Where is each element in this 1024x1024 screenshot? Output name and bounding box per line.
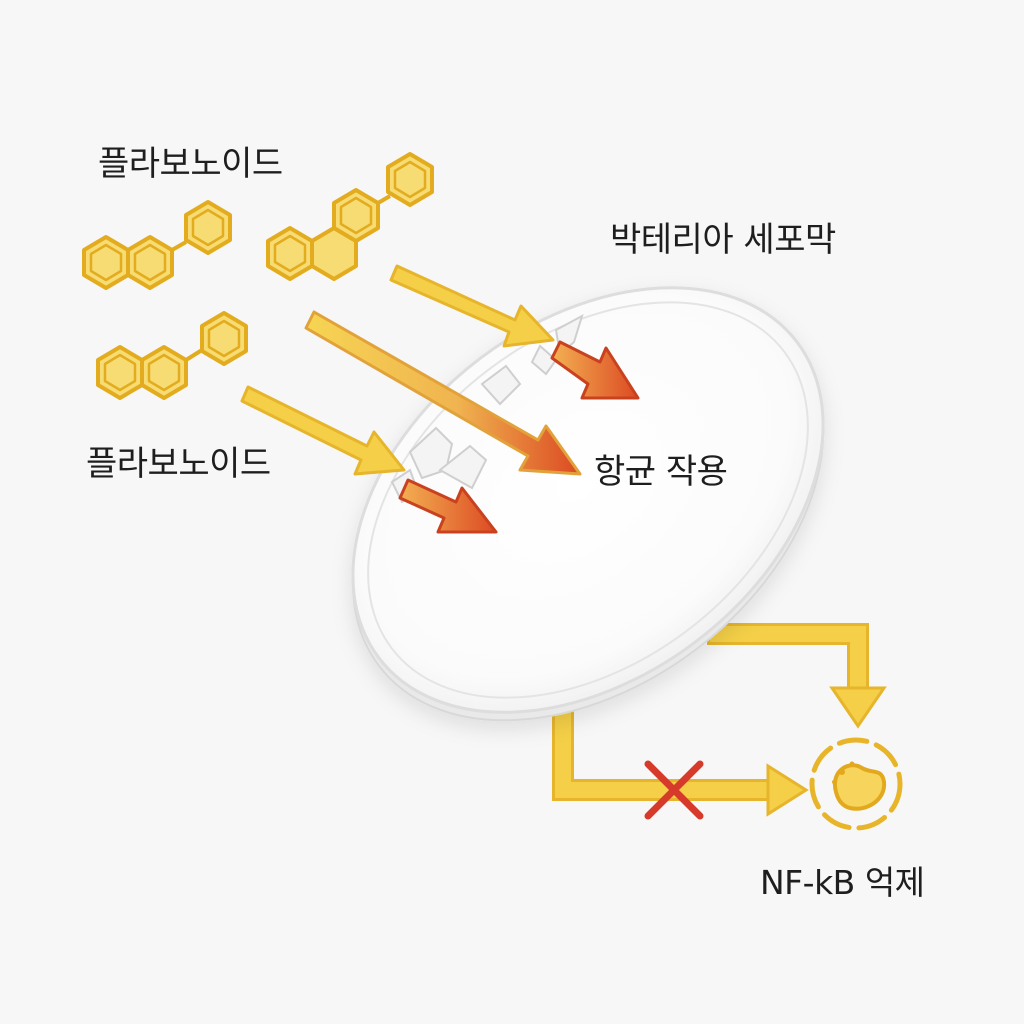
- flavonoid-arrow-3: [304, 310, 582, 476]
- nfkb-inhibition-label: NF-kB 억제: [760, 863, 925, 902]
- flavonoid-molecule-icon: [82, 200, 232, 290]
- penetration-arrow-1: [550, 340, 640, 400]
- flavonoid-label-top: 플라보노이드: [98, 144, 283, 184]
- nfkb-pathway-arrow: [707, 590, 887, 729]
- membrane-label: 박테리아 세포막: [610, 220, 836, 260]
- flavonoid-molecule-icon: [96, 311, 248, 400]
- flavonoid-arrow-1: [389, 264, 555, 348]
- antibacterial-label: 항균 작용: [594, 452, 728, 492]
- penetration-arrow-2: [398, 478, 498, 534]
- x-mark-icon: [644, 760, 704, 820]
- bacterial-membrane: [351, 286, 825, 722]
- flavonoid-arrow-2: [240, 385, 406, 476]
- cell-icon: [809, 737, 903, 831]
- blocked-pathway-arrow: [552, 700, 809, 817]
- flavonoid-label-bottom: 플라보노이드: [86, 444, 271, 484]
- flavonoid-molecule-icon: [266, 152, 434, 281]
